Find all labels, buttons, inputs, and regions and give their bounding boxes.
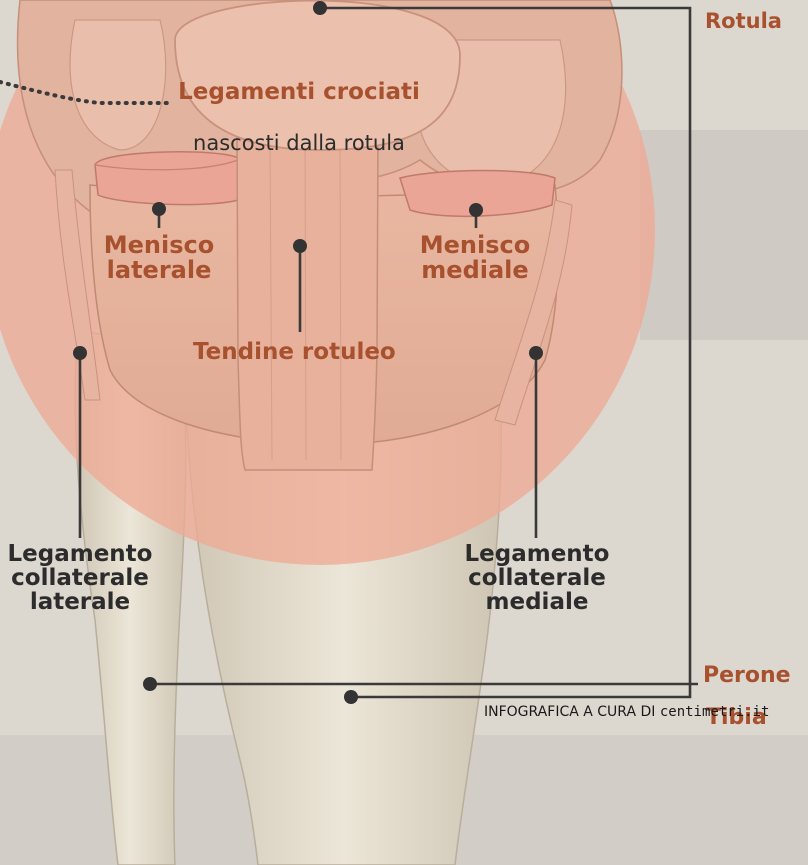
credit-prefix: INFOGRAFICA A CURA DI: [484, 704, 660, 720]
dot-menisco-mediale: [469, 203, 483, 217]
label-legamenti-crociati-title: Legamenti crociati: [168, 80, 430, 104]
label-perone: Perone: [703, 664, 791, 687]
background-gray-block: [640, 130, 808, 340]
label-legamento-collaterale-mediale: Legamento collaterale mediale: [453, 542, 621, 614]
dot-rotula: [313, 1, 327, 15]
label-rotula-text: Rotula: [705, 9, 782, 33]
dot-tibia: [344, 690, 358, 704]
label-legamenti-crociati-sub: nascosti dalla rotula: [168, 132, 430, 154]
patellar-tendon: [237, 130, 378, 470]
dot-tendine-rotuleo: [293, 239, 307, 253]
credit-brand: centimetri.it: [660, 704, 770, 720]
label-rotula: Rotula: [705, 0, 782, 32]
label-menisco-laterale: Menisco laterale: [96, 233, 222, 283]
label-tendine-rotuleo: Tendine rotuleo: [193, 340, 396, 364]
label-legamenti-crociati: Legamenti crociati nascosti dalla rotula: [168, 56, 430, 179]
label-menisco-mediale: Menisco mediale: [410, 233, 540, 283]
dot-perone: [143, 677, 157, 691]
dot-legamento-laterale: [73, 346, 87, 360]
infographic-credit: INFOGRAFICA A CURA DI centimetri.it: [484, 704, 769, 720]
label-legamento-collaterale-laterale: Legamento collaterale laterale: [0, 542, 164, 614]
dot-menisco-laterale: [152, 202, 166, 216]
dot-legamento-mediale: [529, 346, 543, 360]
